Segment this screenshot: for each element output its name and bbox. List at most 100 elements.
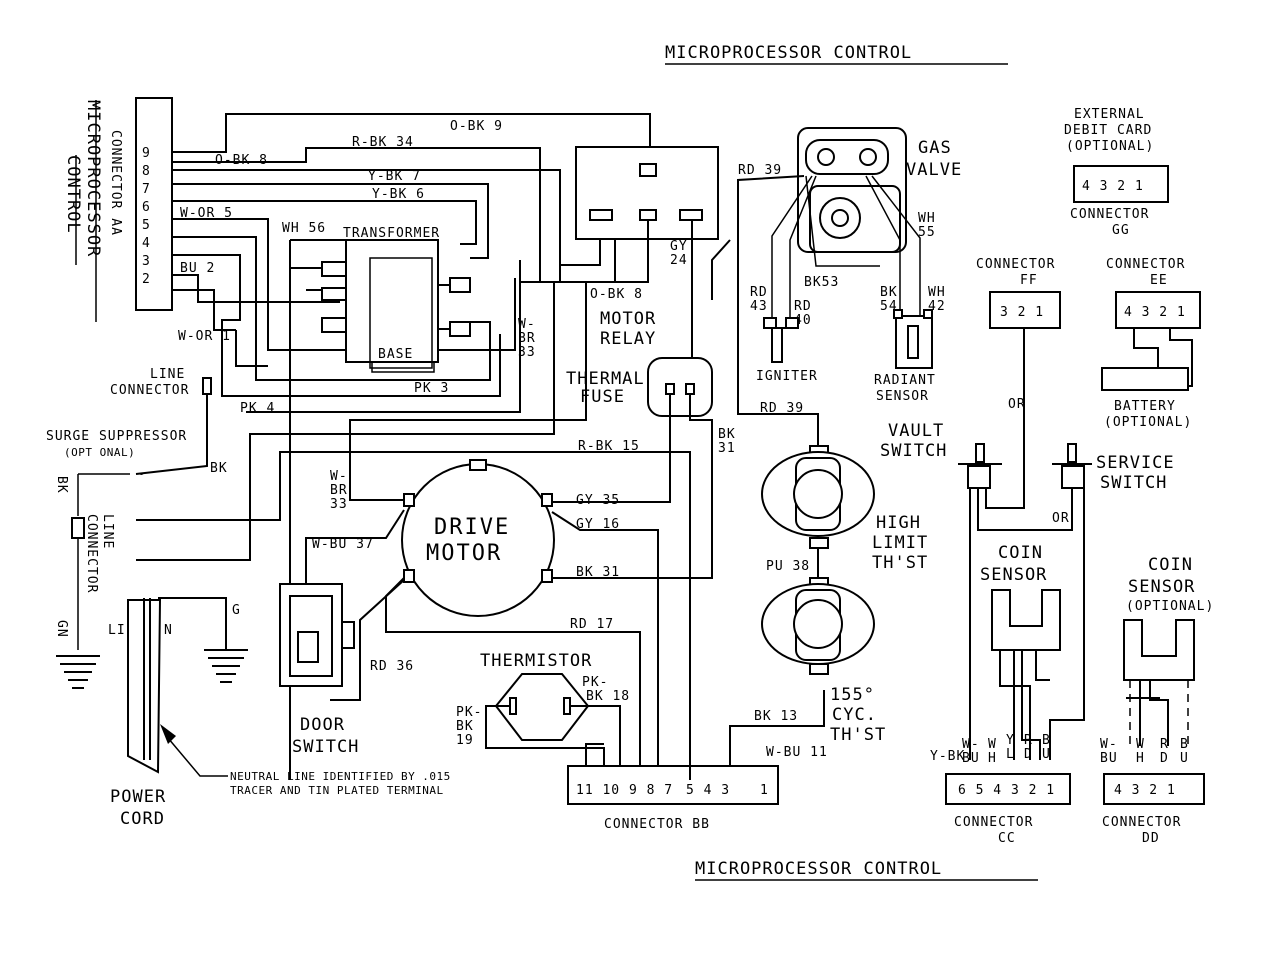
bb-pins-2: 5 4 3	[686, 783, 730, 798]
line-connector-label-a: LINE	[150, 367, 185, 382]
wire-label-gn: GN	[54, 620, 69, 638]
wire-label-wor1: W-OR 1	[178, 329, 231, 344]
gas-valve-label2: VALVE	[906, 160, 962, 180]
radiant-sensor: RADIANT SENSOR	[874, 309, 935, 404]
line-connector-label-b: CONNECTOR	[110, 383, 189, 398]
connector-dd-label1: CONNECTOR	[1102, 815, 1181, 830]
neutral-note-2: TRACER AND TIN PLATED TERMINAL	[230, 784, 444, 797]
wire-label-wor5: W-OR 5	[180, 206, 233, 221]
wire-label-wbr-d: W-	[330, 469, 348, 484]
connector-gg-label1: CONNECTOR	[1070, 207, 1149, 222]
cyc-thermostat-label3: TH'ST	[830, 725, 886, 745]
power-g-label: G	[232, 603, 241, 618]
dd-b: B	[1180, 737, 1189, 752]
dd-d: D	[1160, 751, 1169, 766]
wire-label-24: 24	[670, 253, 688, 268]
connector-dd-label2: DD	[1142, 831, 1160, 846]
transformer-label: TRANSFORMER	[343, 226, 440, 241]
coin-sensor-optional: COIN SENSOR (OPTIONAL) W- BU W H R D B U…	[1100, 555, 1214, 846]
wire-label-bk31-b: 31	[718, 441, 736, 456]
wire-label-bk31: BK 31	[576, 565, 620, 580]
drive-motor-label2: MOTOR	[426, 541, 502, 566]
pin-5: 5	[142, 218, 151, 233]
wire-label-bk31-a: BK	[718, 427, 736, 442]
coin-sensor-label2: SENSOR	[980, 565, 1047, 585]
cycling-thermostat: 155° CYC. TH'ST	[761, 548, 886, 745]
cc-w2: W	[988, 737, 997, 752]
tracer-arrow	[160, 724, 176, 744]
title-top: MICROPROCESSOR CONTROL	[665, 43, 912, 63]
connector-ee-label2: EE	[1150, 273, 1168, 288]
wire-label-or-2: OR	[1052, 511, 1070, 526]
wire-label-bk13: BK 13	[754, 709, 798, 724]
power-n-label: N	[164, 623, 173, 638]
battery-label1: BATTERY	[1114, 399, 1176, 414]
coin-sensor2-label1: COIN	[1148, 555, 1193, 575]
ee-pins: 4 3 2 1	[1124, 305, 1186, 320]
ground-symbol-left	[56, 655, 100, 689]
power-li-label: LI	[108, 623, 126, 638]
pin-9: 9	[142, 146, 151, 161]
cc-u: U	[1042, 747, 1051, 762]
surge-suppressor-label: SURGE SUPPRESSOR	[46, 429, 187, 444]
wire-label-gy: GY	[670, 239, 688, 254]
thermal-fuse-label1: THERMAL	[566, 369, 645, 389]
surge-symbol: ~	[136, 467, 145, 482]
wire-label-wbr-e: BR	[330, 483, 348, 498]
debit-card-label3: (OPTIONAL)	[1066, 139, 1154, 154]
wire-label-wbu11: W-BU 11	[766, 745, 828, 760]
wire-label-or-1: OR	[1008, 397, 1026, 412]
cc-h: H	[988, 751, 997, 766]
cc-d: D	[1024, 747, 1033, 762]
wire-label-rd43-a: RD	[750, 285, 768, 300]
cc-pins: 6 5 4 3 2 1	[958, 783, 1055, 798]
service-switch-label1: SERVICE	[1096, 453, 1175, 473]
wire-label-wbr-b: BR	[518, 331, 536, 346]
aa-wires: O-BK 9 R-BK 34 O-BK 8 Y-BK 7 Y-BK 6 W-OR…	[172, 113, 651, 780]
motor-relay-label1: MOTOR	[600, 309, 656, 329]
connector-aa-sub2: CONTROL	[63, 155, 83, 234]
service-switch-label2: SWITCH	[1100, 473, 1167, 493]
high-limit-label3: TH'ST	[872, 553, 928, 573]
wire-label-bu2: BU 2	[180, 261, 215, 276]
wire-label-pk4: PK 4	[240, 401, 275, 416]
coin-sensor2-label3: (OPTIONAL)	[1126, 599, 1214, 614]
cc-ybk: Y-BK	[930, 749, 965, 764]
transformer: TRANSFORMER BASE	[321, 226, 471, 373]
pin-8: 8	[142, 164, 151, 179]
bb-pins-1: 11 10 9 8 7	[576, 783, 673, 798]
cc-l: L	[1006, 747, 1015, 762]
wire-label-pkbk18-a: PK-	[582, 675, 608, 690]
vault-switch-label1: VAULT	[888, 421, 944, 441]
ff-pins: 3 2 1	[1000, 305, 1044, 320]
connector-ff: CONNECTOR FF 3 2 1 OR	[976, 257, 1061, 509]
thermistor-label: THERMISTOR	[480, 651, 592, 671]
wire-label-bk54-a: BK	[880, 285, 898, 300]
wire-label-wh55-a: WH	[918, 211, 936, 226]
transformer-base-label: BASE	[378, 347, 413, 362]
connector-ee: CONNECTOR EE 4 3 2 1 BATTERY (OPTIONAL)	[1101, 257, 1201, 430]
connector-bb-label: CONNECTOR BB	[604, 817, 710, 832]
connector-aa: 9 8 7 6 5 4 3 2 CONNECTOR AA MICROPROCES…	[63, 97, 173, 322]
pin-6: 6	[142, 200, 151, 215]
connector-aa-sub1: MICROPROCESSOR	[83, 100, 103, 257]
wire-label-gy16: GY 16	[576, 517, 620, 532]
dd-bu: BU	[1100, 751, 1118, 766]
wire-label-gy35: GY 35	[576, 493, 620, 508]
door-switch-label1: DOOR	[300, 715, 345, 735]
title-bottom: MICROPROCESSOR CONTROL	[695, 859, 942, 879]
dd-u: U	[1180, 751, 1189, 766]
dd-pins: 4 3 2 1	[1114, 783, 1176, 798]
vault-switch: VAULT SWITCH	[880, 421, 1002, 760]
cc-bu: BU	[962, 751, 980, 766]
connector-ee-label1: CONNECTOR	[1106, 257, 1185, 272]
igniter: IGNITER	[756, 317, 817, 384]
motor-relay: GY 24 O-BK 8 MOTOR RELAY W- BR 33	[136, 146, 719, 561]
wire-label-wh55-b: 55	[918, 225, 936, 240]
pin-4: 4	[142, 236, 151, 251]
service-switch: SERVICE SWITCH OR	[977, 443, 1175, 760]
coin-sensor2-label2: SENSOR	[1128, 577, 1195, 597]
dd-w: W-	[1100, 737, 1118, 752]
wire-label-bk54-b: 54	[880, 299, 898, 314]
